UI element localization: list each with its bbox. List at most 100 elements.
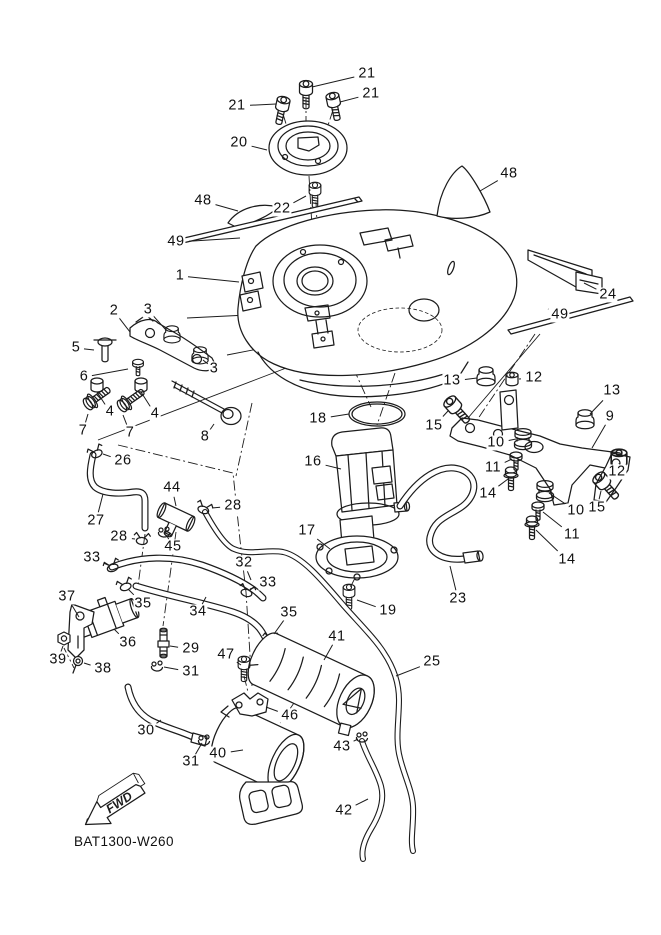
leader-line-21 [339, 96, 359, 103]
leader-line-11 [542, 511, 563, 528]
leader-line-16 [325, 464, 342, 470]
leader-line-11 [504, 458, 513, 463]
leader-line-48 [479, 180, 499, 192]
leader-line-31 [195, 742, 203, 755]
leader-line-42 [355, 798, 369, 806]
part-11-screw [531, 501, 545, 521]
leader-line-15 [442, 410, 449, 417]
leader-line-5 [83, 348, 95, 351]
leader-line-3 [153, 315, 167, 331]
leader-line-33 [249, 586, 256, 590]
part-7-bolt [113, 383, 149, 416]
part-34-hose [132, 582, 274, 650]
leader-line-32 [246, 571, 252, 581]
leader-line-47 [236, 661, 242, 666]
leader-line-31 [163, 666, 179, 671]
leader-line-24 [583, 282, 597, 290]
part-46-bracket [220, 692, 269, 718]
leader-line-14 [498, 478, 509, 487]
part-6-screw [132, 358, 144, 377]
leader-line-35 [127, 588, 135, 596]
part-41-canister [247, 632, 375, 737]
leader-line-13 [589, 400, 604, 415]
part-49-strip-right [507, 296, 634, 335]
leader-line-38 [83, 662, 91, 666]
leader-line-49 [188, 237, 241, 242]
leader-line-37 [71, 604, 80, 618]
part-14-bolt [503, 466, 519, 492]
part-40-band-foot [239, 781, 303, 825]
bracket-9-cluster [441, 366, 631, 541]
part-28-clamp [193, 499, 215, 517]
leader-line-25 [395, 666, 421, 677]
leader-line-9 [591, 424, 606, 449]
bracket-2-cluster [79, 314, 242, 426]
leader-line-28 [211, 506, 221, 509]
leader-line-18 [330, 413, 350, 418]
leader-line-14 [535, 529, 559, 552]
leader-line-21 [311, 76, 355, 88]
part-30-hose [124, 683, 208, 747]
leader-line-29 [169, 645, 179, 648]
leader-line-3 [202, 359, 209, 365]
leader-line-21 [249, 103, 277, 106]
part-35-clamp [114, 576, 136, 594]
leader-line-27 [97, 493, 104, 513]
leader-line-10 [548, 492, 566, 505]
part-32-hose [108, 554, 267, 602]
leader-line-7 [122, 414, 128, 425]
tank-strap [304, 304, 335, 349]
part-14-bolt [524, 515, 540, 541]
part-4-collar [90, 377, 104, 393]
leader-line-39 [60, 645, 64, 652]
leader-line-8 [209, 423, 215, 430]
leader-line-40 [230, 749, 244, 753]
part-13-grommet [476, 366, 496, 387]
evap-cluster [57, 442, 417, 862]
part-42-hose [359, 738, 386, 862]
leader-line-2 [118, 317, 131, 333]
leader-line-30 [156, 719, 162, 724]
leader-line-4 [140, 391, 151, 407]
leader-line-20 [251, 145, 268, 151]
leader-line-48 [215, 204, 239, 212]
part-29-joint [157, 627, 170, 659]
part-20-fuel-cap [268, 120, 348, 176]
leader-line-10 [508, 438, 517, 441]
diagram-code: BAT1300-W260 [74, 834, 174, 849]
part-25-hose [202, 509, 417, 854]
part-16-fuel-pump [331, 427, 411, 545]
fuel-pump-cluster [315, 401, 484, 611]
part-28-clamp [132, 531, 152, 546]
part-38-bolt [72, 655, 84, 674]
leader-line-41 [323, 644, 334, 661]
leader-line-36 [113, 628, 120, 635]
canister-cluster [210, 632, 375, 825]
leader-line-17 [316, 538, 331, 550]
part-21-bolts [271, 79, 345, 127]
part-1-fuel-tank [237, 209, 518, 398]
leader-line-19 [356, 599, 376, 608]
leader-line-44 [173, 496, 177, 507]
part-23-hose [396, 464, 484, 564]
leader-line-46 [265, 706, 278, 712]
part-5-bolt [93, 337, 117, 363]
part-12-collar [505, 371, 519, 387]
leader-lines [60, 76, 620, 806]
part-44-joint [156, 502, 196, 538]
leader-line-4 [96, 391, 106, 405]
part-39-nut [57, 631, 71, 646]
leader-line-43 [353, 738, 359, 742]
part-7-bolt [79, 381, 115, 414]
leader-line-23 [449, 565, 457, 591]
leader-line-7 [85, 413, 89, 423]
leader-line-35 [273, 620, 285, 635]
leader-line-15 [598, 490, 602, 500]
leader-line-33 [103, 562, 109, 566]
leader-line-34 [201, 596, 207, 605]
part-17-plate [315, 535, 399, 581]
leader-line-22 [293, 195, 307, 204]
part-48-pad-right [436, 165, 491, 219]
